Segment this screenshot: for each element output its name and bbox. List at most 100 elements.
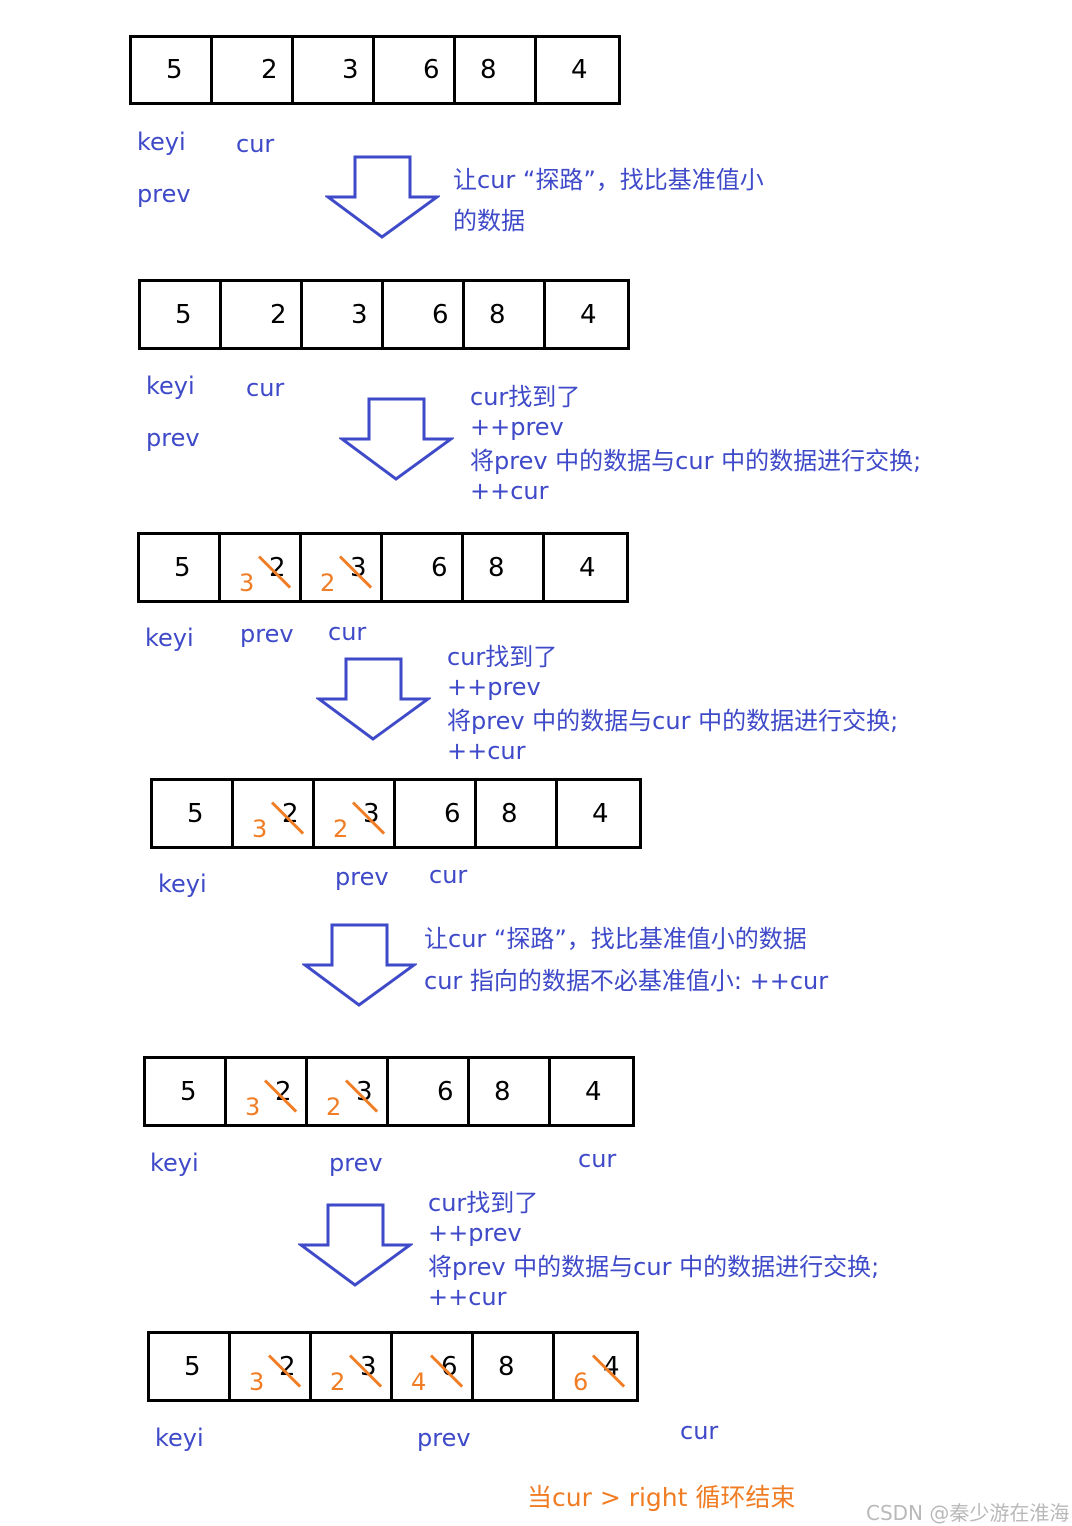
label-cur-1: cur [236, 130, 275, 158]
swapped-value: 2 [320, 569, 336, 597]
cell-value: 4 [571, 55, 588, 85]
array-cell: 3 [303, 282, 384, 347]
note-line: cur找到了 [447, 643, 558, 671]
cell-value: 4 [603, 1351, 620, 1382]
array-cell: 4 [546, 282, 627, 347]
array-cell: 8 [465, 282, 546, 347]
cell-value: 5 [175, 299, 192, 330]
note-line: ++cur [470, 477, 549, 505]
array-cell: 8 [464, 535, 545, 600]
cell-value: 8 [494, 1076, 511, 1107]
label-keyi-4: keyi [158, 870, 207, 898]
array-cell: 4 [558, 781, 639, 846]
cell-value: 2 [282, 798, 299, 829]
cell-value: 6 [431, 552, 448, 583]
cell-value: 2 [279, 1351, 296, 1382]
cell-value: 8 [501, 798, 518, 829]
cell-value: 5 [180, 1076, 197, 1107]
cell-value: 6 [432, 299, 449, 330]
array-cell: 6 [389, 1059, 470, 1124]
cell-value: 3 [351, 299, 368, 330]
cell-value: 2 [269, 552, 286, 583]
note-line: 的数据 [453, 207, 525, 235]
swapped-value: 3 [245, 1093, 261, 1121]
swapped-value: 3 [239, 569, 255, 597]
array-cell: 6 [384, 282, 465, 347]
label-prev-3: prev [240, 620, 294, 648]
cell-value: 4 [585, 1076, 602, 1107]
down-arrow-icon [339, 397, 454, 481]
label-cur-4: cur [429, 861, 468, 889]
note-line: 让cur “探路”，找比基准值小 [453, 166, 764, 194]
note-line: cur找到了 [428, 1189, 539, 1217]
note-line: ++prev [470, 413, 564, 441]
label-prev-2: prev [146, 424, 200, 452]
cell-value: 2 [275, 1076, 292, 1107]
swapped-value: 3 [249, 1368, 265, 1396]
label-cur-3: cur [328, 618, 367, 646]
down-arrow-icon [325, 155, 440, 239]
label-cur-6: cur [680, 1417, 719, 1445]
note-line: 将prev 中的数据与cur 中的数据进行交换; [428, 1253, 880, 1281]
array-cell: 5 [132, 38, 213, 102]
cell-value: 6 [437, 1076, 454, 1107]
note-line: cur 指向的数据不必基准值小: ++cur [424, 967, 829, 995]
label-keyi-6: keyi [155, 1424, 204, 1452]
cell-value: 6 [441, 1351, 458, 1382]
label-prev-1: prev [137, 180, 191, 208]
swapped-value: 2 [330, 1368, 346, 1396]
down-arrow-icon [298, 1203, 413, 1287]
cell-value: 8 [488, 552, 505, 583]
array-cell: 8 [456, 38, 537, 102]
label-keyi-5: keyi [150, 1149, 199, 1177]
note-1: 让cur “探路”，找比基准值小 的数据 [453, 160, 764, 242]
array-cell: 6 [396, 781, 477, 846]
cell-value: 8 [480, 55, 497, 85]
cell-value: 3 [356, 1076, 373, 1107]
cell-value: 5 [166, 55, 183, 85]
array-cell: 8 [477, 781, 558, 846]
note-line: ++prev [447, 673, 541, 701]
down-arrow-icon [302, 923, 417, 1007]
swapped-value: 2 [333, 815, 349, 843]
array-cell: 4 [537, 38, 618, 102]
label-keyi-2: keyi [146, 372, 195, 400]
array-cell: 6 [383, 535, 464, 600]
cell-value: 5 [184, 1351, 201, 1382]
note-line: 将prev 中的数据与cur 中的数据进行交换; [470, 447, 922, 475]
label-prev-6: prev [417, 1424, 471, 1452]
cell-value: 2 [270, 299, 287, 330]
down-arrow-icon [316, 657, 431, 741]
array-cell: 8 [474, 1334, 555, 1399]
note-line: ++cur [428, 1283, 507, 1311]
cell-value: 4 [580, 299, 597, 330]
array-cell: 5 [146, 1059, 227, 1124]
cell-value: 6 [423, 55, 440, 85]
note-2: cur找到了 ++prev 将prev 中的数据与cur 中的数据进行交换; +… [470, 382, 921, 506]
label-prev-5: prev [329, 1149, 383, 1177]
cell-value: 3 [363, 798, 380, 829]
cell-value: 8 [498, 1351, 515, 1382]
label-keyi-1: keyi [137, 128, 186, 156]
cell-value: 4 [579, 552, 596, 583]
cell-value: 4 [592, 798, 609, 829]
array-cell: 5 [140, 535, 221, 600]
label-cur-5: cur [578, 1145, 617, 1173]
array-cell: 6 [375, 38, 456, 102]
label-cur-2: cur [246, 374, 285, 402]
cell-value: 3 [360, 1351, 377, 1382]
note-5: cur找到了 ++prev 将prev 中的数据与cur 中的数据进行交换; +… [428, 1188, 879, 1312]
array-cell: 4 [551, 1059, 632, 1124]
array-cell: 5 [150, 1334, 231, 1399]
